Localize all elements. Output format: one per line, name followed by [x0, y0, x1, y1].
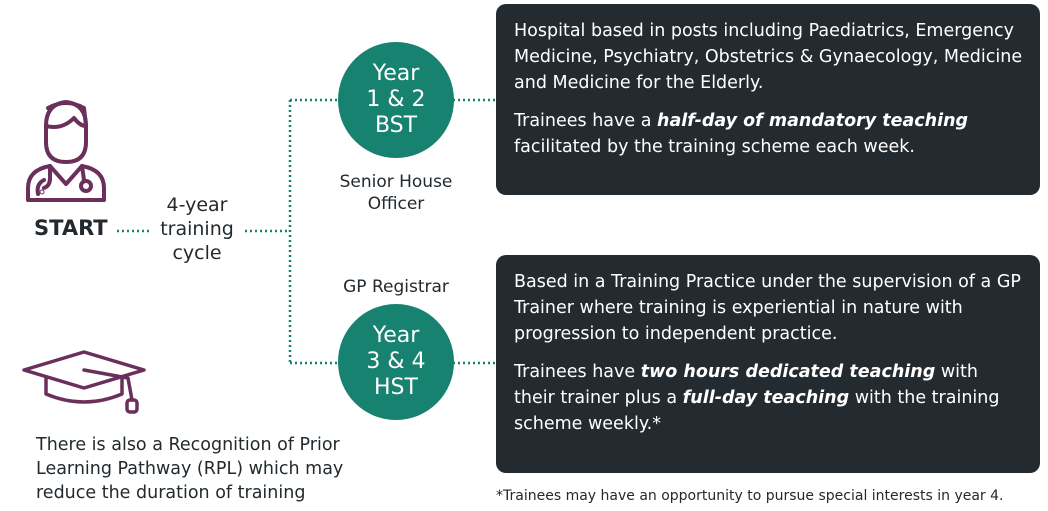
- graduation-cap-icon: [22, 350, 146, 414]
- circle-2-line-3: HST: [374, 375, 418, 400]
- cycle-line-2: training: [160, 218, 234, 240]
- cycle-line-1: 4-year: [166, 194, 228, 216]
- stage-2-paragraph-1: Based in a Training Practice under the s…: [514, 269, 1024, 347]
- stage-1-paragraph-2: Trainees have a half-day of mandatory te…: [514, 108, 1024, 160]
- role-1-line-2: Officer: [367, 194, 425, 214]
- stage-2-p2-emphasis-1: two hours dedicated teaching: [640, 362, 936, 382]
- stage-1-p2-text-b: facilitated by the training scheme each …: [514, 137, 915, 157]
- year-1-2-circle: Year 1 & 2 BST: [338, 42, 454, 158]
- stage-2-p2-text-c: with the training scheme weekly.*: [514, 388, 1000, 434]
- stage-1-paragraph-1: Hospital based in posts including Paedia…: [514, 18, 1024, 96]
- circle-2-line-2: 3 & 4: [366, 349, 426, 374]
- stage-1-p2-text-a: Trainees have a: [514, 111, 657, 131]
- stage-2-description-box: Based in a Training Practice under the s…: [496, 255, 1040, 473]
- circle-2-line-1: Year: [372, 323, 420, 348]
- stage-1-description-box: Hospital based in posts including Paedia…: [496, 4, 1040, 195]
- role-1-line-1: Senior House: [339, 172, 453, 192]
- stage-2-p2-emphasis-2: full-day teaching: [682, 388, 850, 408]
- circle-1-line-3: BST: [374, 113, 418, 138]
- doctor-icon: [26, 100, 106, 202]
- cycle-line-3: cycle: [172, 242, 222, 264]
- footnote: *Trainees may have an opportunity to pur…: [496, 488, 1004, 504]
- gp-registrar-label: GP Registrar: [318, 276, 474, 298]
- start-label: START: [34, 216, 108, 240]
- stage-2-paragraph-2: Trainees have two hours dedicated teachi…: [514, 359, 1024, 437]
- stage-1-p2-emphasis: half-day of mandatory teaching: [657, 111, 969, 131]
- training-cycle-label: 4-year training cycle: [148, 193, 246, 265]
- year-3-4-circle: Year 3 & 4 HST: [338, 304, 454, 420]
- rpl-line-1: There is also a Recognition of Prior: [36, 435, 340, 455]
- rpl-line-3: reduce the duration of training: [36, 483, 306, 503]
- circle-1-line-2: 1 & 2: [366, 87, 426, 112]
- senior-house-officer-label: Senior House Officer: [318, 171, 474, 215]
- stage-2-p2-text-b: with their trainer plus a: [514, 362, 978, 408]
- stage-1-p1-text: Hospital based in posts including Paedia…: [514, 21, 1023, 93]
- rpl-note: There is also a Recognition of Prior Lea…: [36, 433, 416, 505]
- stage-2-p2-text-a: Trainees have: [514, 362, 641, 382]
- role-2-line-1: GP Registrar: [343, 277, 449, 297]
- circle-1-line-1: Year: [372, 61, 420, 86]
- stage-2-p1-text: Based in a Training Practice under the s…: [514, 272, 1021, 344]
- rpl-line-2: Learning Pathway (RPL) which may: [36, 459, 344, 479]
